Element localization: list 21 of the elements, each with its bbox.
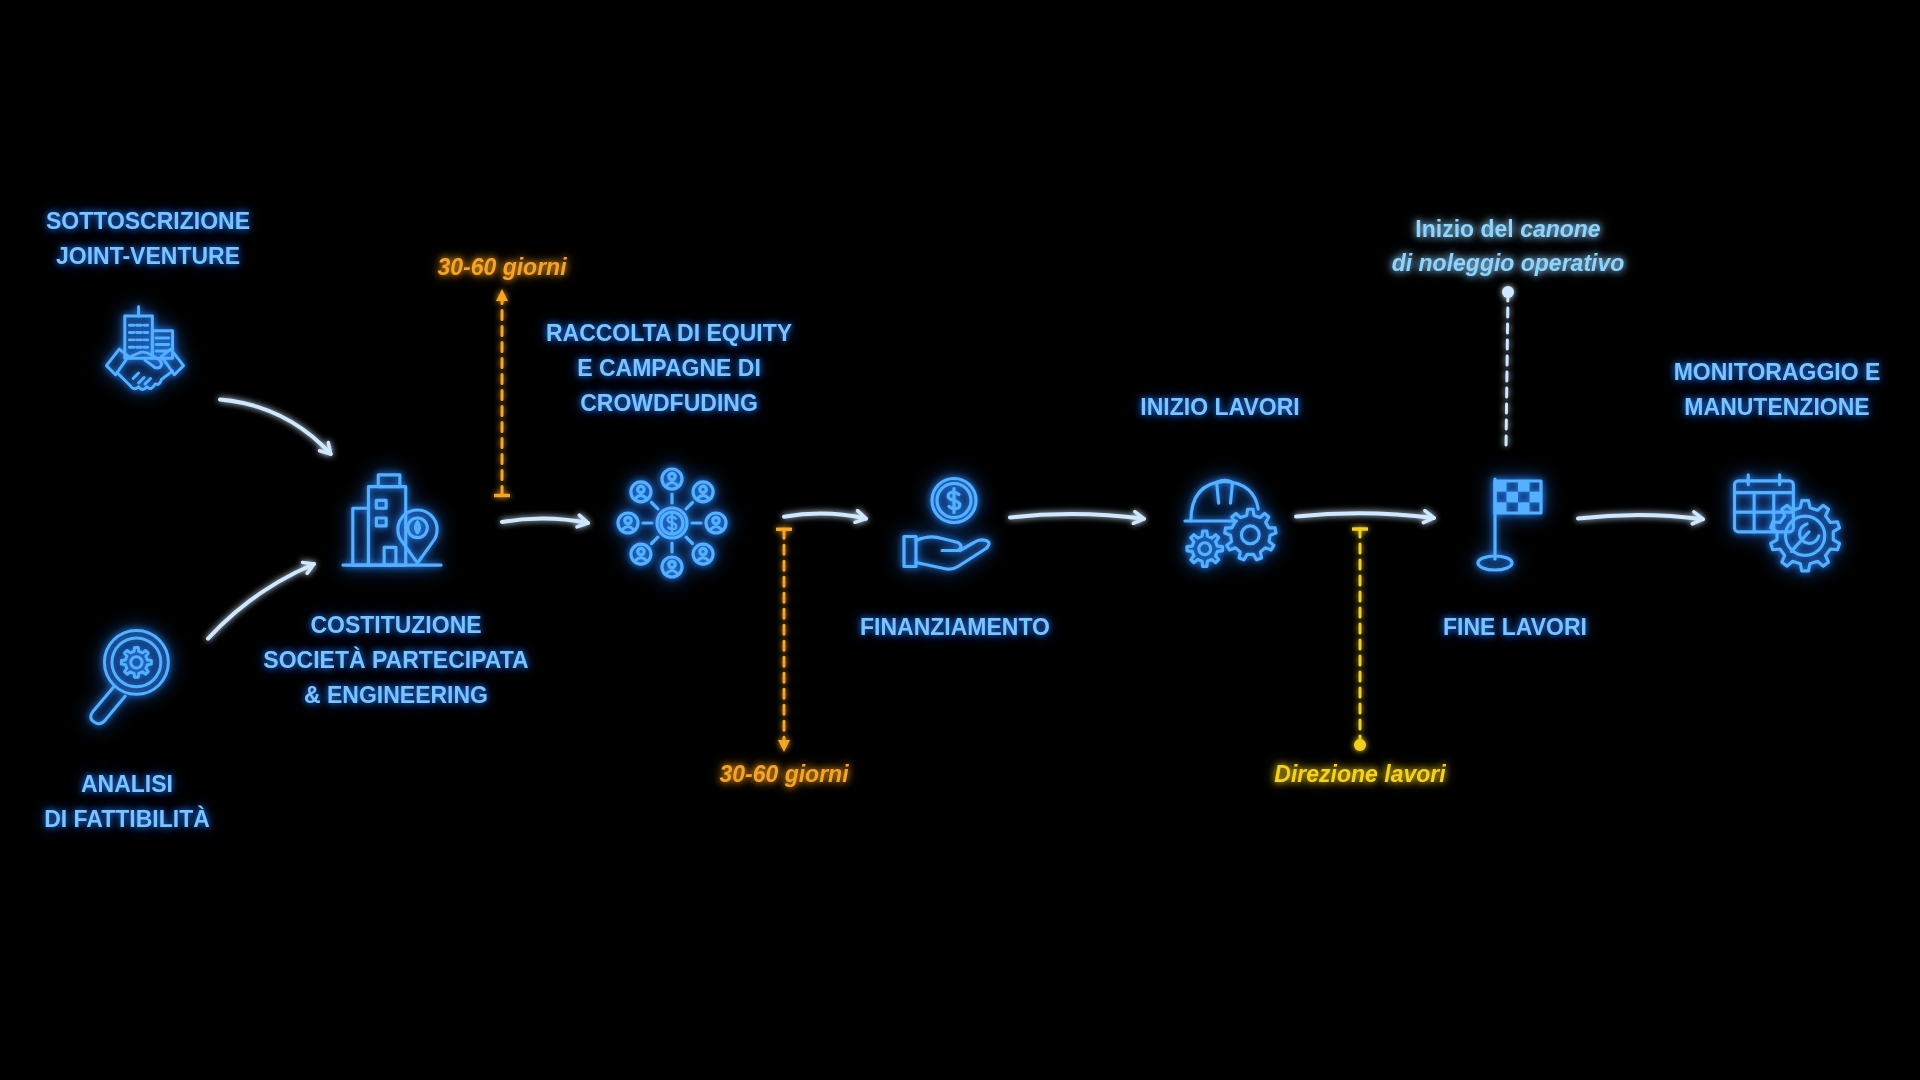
step-label: RACCOLTA DI EQUITY E CAMPAGNE DI CROWDFUDING [545,319,793,418]
step-label: ANALISI DI FATTIBILITÀ [44,770,210,834]
step-label: COSTITUZIONE SOCIETÀ PARTECIPATA & ENGINEERING [263,611,529,710]
arrow [500,513,590,529]
duration-label: 30-60 giorni [437,250,567,284]
arrow [218,397,333,456]
dashed-leader-line [1351,527,1369,751]
annotation-label: Direzione lavori [1274,757,1446,791]
step-label: FINE LAVORI [1443,613,1587,642]
arrow [782,509,868,525]
annotation-label: Inizio del canone di noleggio operativo [1391,212,1625,280]
arrow [1576,510,1705,526]
step-label: INIZIO LAVORI [1140,393,1300,422]
duration-label: 30-60 giorni [719,757,849,791]
arrow [206,560,316,641]
step-label: FINANZIAMENTO [860,613,1050,642]
step-label: MONITORAGGIO E MANUTENZIONE [1673,358,1881,422]
dashed-arrow [775,527,793,753]
arrow [1294,509,1436,525]
arrow [1008,509,1146,526]
step-label: SOTTOSCRIZIONE JOINT-VENTURE [46,207,250,271]
